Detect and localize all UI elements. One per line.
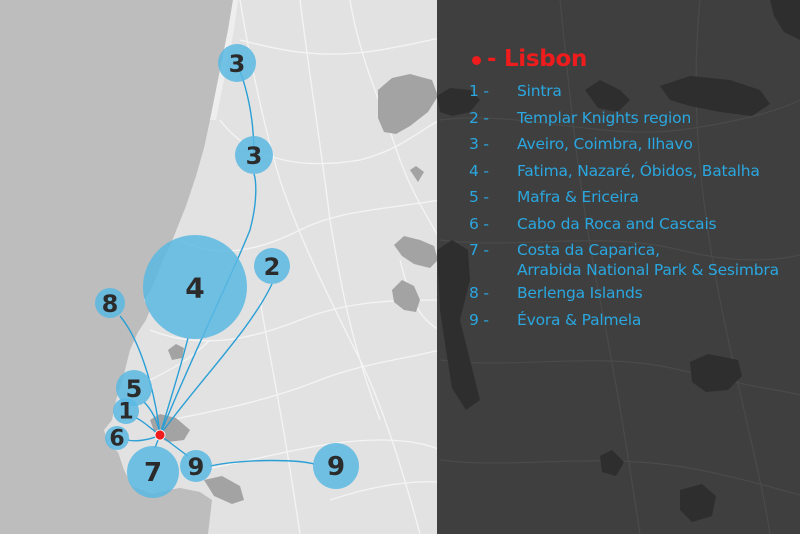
destination-marker-7[interactable]: 7 <box>127 446 179 498</box>
legend-label: Évora & Palmela <box>517 310 642 329</box>
legend-item-9: 9 - Évora & Palmela <box>466 307 779 334</box>
destination-marker-3[interactable]: 3 <box>218 44 256 82</box>
legend-label: Berlenga Islands <box>517 284 643 302</box>
marker-number: 2 <box>264 253 281 281</box>
legend-label-line2: Arrabida National Park & Sesimbra <box>517 261 779 279</box>
marker-number: 3 <box>246 142 263 170</box>
legend-item-3: 3 - Aveiro, Coimbra, Ilhavo <box>466 131 779 158</box>
marker-circle <box>113 398 139 424</box>
route-lisbon-2 <box>159 283 273 436</box>
panel-water <box>437 0 800 522</box>
legend-number: 9 - <box>469 310 489 329</box>
destination-marker-1[interactable]: 1 <box>113 398 139 425</box>
legend-label: Fatima, Nazaré, Óbidos, Batalha <box>517 161 760 180</box>
marker-circle <box>218 44 256 82</box>
legend-number: 7 - <box>469 241 489 259</box>
destination-marker-8[interactable]: 8 <box>95 288 125 318</box>
legend-label: Sintra <box>517 82 562 100</box>
legend-number: 6 - <box>469 214 489 233</box>
legend-label: Mafra & Ericeira <box>517 188 639 206</box>
legend-number: 3 - <box>469 135 489 153</box>
legend-number: 5 - <box>469 188 489 206</box>
inland-water <box>150 74 438 504</box>
marker-number: 8 <box>102 290 119 318</box>
destination-marker-3[interactable]: 3 <box>235 136 273 174</box>
marker-circle <box>180 450 212 482</box>
legend-item-4: 4 - Fatima, Nazaré, Óbidos, Batalha <box>466 158 779 185</box>
marker-number: 4 <box>185 272 204 305</box>
marker-circle <box>254 248 290 284</box>
lisbon-dot-icon <box>472 55 481 65</box>
route-lisbon-8 <box>119 315 161 436</box>
legend-list: 1 - Sintra 2 - Templar Knights region 3 - A… <box>466 78 779 333</box>
legend-label-line1: Costa da Caparica, <box>517 241 660 259</box>
legend-label: Aveiro, Coimbra, Ilhavo <box>517 135 693 153</box>
route-lisbon-4 <box>159 337 189 436</box>
destination-marker-9[interactable]: 9 <box>180 450 212 482</box>
legend-title-text: - Lisbon <box>487 46 588 72</box>
destination-marker-6[interactable]: 6 <box>105 426 129 452</box>
legend-number: 1 - <box>469 82 489 100</box>
legend-label: Templar Knights region <box>517 108 692 127</box>
legend-label: Cabo da Roca and Cascais <box>517 214 717 233</box>
legend-number: 4 - <box>469 161 489 180</box>
panel-road-network <box>439 0 800 534</box>
legend-title: - Lisbon <box>466 44 779 74</box>
marker-number: 3 <box>229 50 246 78</box>
legend-item-7: 7 - Costa da Caparica, Arrabida National P… <box>466 237 779 280</box>
route-lisbon-3 <box>159 173 257 436</box>
destination-marker-9[interactable]: 9 <box>313 443 359 489</box>
legend-number: 8 - <box>469 284 489 302</box>
marker-number: 7 <box>144 458 162 488</box>
legend-label: Costa da Caparica, Arrabida National Park… <box>517 237 779 280</box>
destination-marker-4[interactable]: 4 <box>143 235 247 339</box>
route-9a-9b <box>209 459 315 467</box>
legend-item-1: 1 - Sintra <box>466 78 779 105</box>
marker-circle <box>95 288 125 318</box>
legend: - Lisbon 1 - Sintra 2 - Templar Knights re… <box>466 44 779 333</box>
marker-number: 1 <box>118 400 133 425</box>
marker-circle <box>127 446 179 498</box>
destination-marker-2[interactable]: 2 <box>254 248 290 284</box>
lisbon-hub-marker[interactable] <box>154 429 166 441</box>
legend-item-8: 8 - Berlenga Islands <box>466 280 779 307</box>
marker-number: 6 <box>109 427 124 452</box>
legend-item-2: 2 - Templar Knights region <box>466 105 779 132</box>
legend-item-6: 6 - Cabo da Roca and Cascais <box>466 211 779 238</box>
marker-circle <box>105 426 129 450</box>
destination-marker-5[interactable]: 5 <box>116 370 152 406</box>
legend-number: 2 - <box>469 108 489 127</box>
marker-number: 9 <box>327 452 345 482</box>
legend-item-5: 5 - Mafra & Ericeira <box>466 184 779 211</box>
marker-circle <box>235 136 273 174</box>
marker-circle <box>313 443 359 489</box>
marker-number: 9 <box>188 453 205 481</box>
marker-number: 5 <box>126 375 143 403</box>
marker-circle <box>143 235 247 339</box>
marker-circle <box>116 370 152 406</box>
